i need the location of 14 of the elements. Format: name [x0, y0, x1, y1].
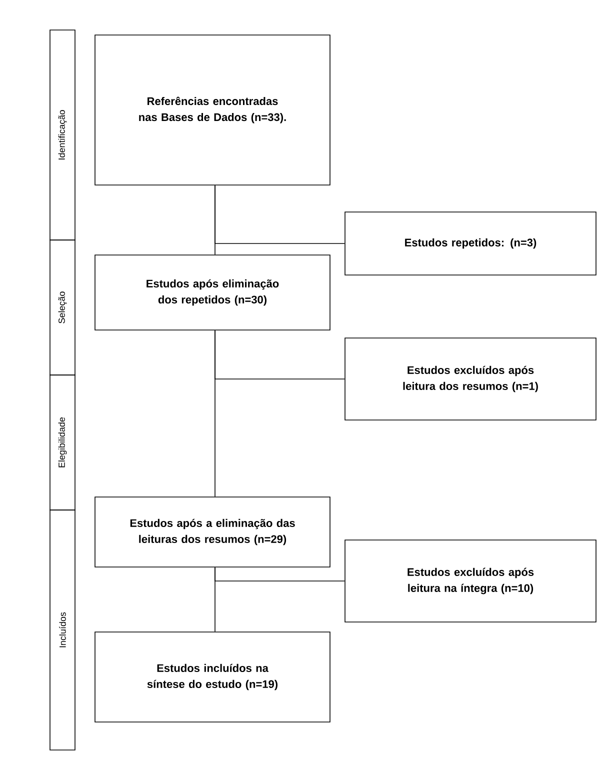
exclusion-box: Estudos repetidos: (n=3): [344, 212, 596, 276]
process-box: Referências encontradas nas Bases de Dados (n=33).: [94, 34, 330, 186]
connector-line: [214, 330, 345, 380]
exclusion-box: Estudos excluídos após leitura dos resumos (n=1): [344, 338, 596, 420]
stage-label-box: Elegibilidade: [50, 374, 76, 510]
connector-line: [214, 567, 345, 582]
stage-label-box: Incluídos: [50, 510, 76, 750]
connector-line: [214, 185, 345, 244]
process-box: Estudos após a eliminação das leituras dos resumos (n=29): [94, 496, 330, 568]
exclusion-box: Estudos excluídos após leitura na íntegra (n=10): [344, 540, 596, 622]
process-box: Estudos após eliminação dos repetidos (n=30): [94, 254, 330, 330]
stage-label-box: Identificação: [50, 30, 76, 240]
process-box: Estudos incluídos na síntese do estudo (n=19): [94, 632, 330, 722]
stage-label-box: Seleção: [50, 240, 76, 376]
